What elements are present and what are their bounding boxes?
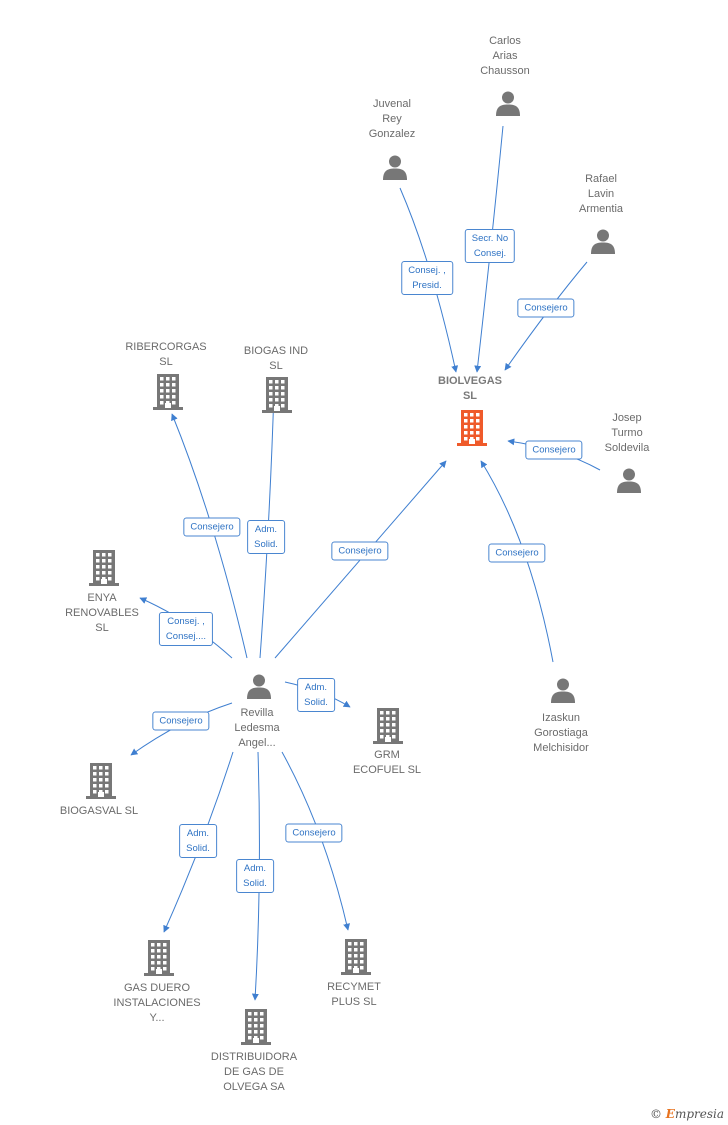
node-label[interactable]: BIOLVEGAS SL <box>438 375 502 402</box>
building-icon[interactable] <box>89 550 119 591</box>
node-label[interactable]: DISTRIBUIDORA DE GAS DE OLVEGA SA <box>210 1051 298 1093</box>
relationship-label[interactable]: Consejero <box>183 517 241 537</box>
node-label[interactable]: Rafael Lavin Armentia <box>578 173 624 215</box>
building-icon[interactable] <box>373 708 403 749</box>
person-icon[interactable] <box>590 228 616 259</box>
building-icon[interactable] <box>241 1009 271 1050</box>
node-label[interactable]: BIOGAS IND SL <box>243 345 309 372</box>
brand-logo-initial: E <box>665 1107 675 1121</box>
relationship-label[interactable]: Secr. No Consej. <box>464 229 516 263</box>
node-label[interactable]: Josep Turmo Soldevila <box>604 412 650 454</box>
relationship-label[interactable]: Consejero <box>488 543 546 563</box>
relationship-label[interactable]: Adm. Solid. <box>236 859 274 893</box>
relationship-label[interactable]: Consejero <box>331 541 389 561</box>
person-icon[interactable] <box>246 673 272 704</box>
brand-logo-text: mpresia <box>674 1107 724 1121</box>
building-icon[interactable] <box>144 940 174 981</box>
node-label[interactable]: Juvenal Rey Gonzalez <box>368 98 416 140</box>
relationship-label[interactable]: Adm. Solid. <box>179 824 217 858</box>
building-icon[interactable] <box>341 939 371 980</box>
person-icon[interactable] <box>382 154 408 185</box>
copyright-symbol: © <box>649 1107 662 1121</box>
node-label[interactable]: Revilla Ledesma Angel... <box>234 707 280 749</box>
relationship-label[interactable]: Adm. Solid. <box>247 520 285 554</box>
relationship-label[interactable]: Adm. Solid. <box>297 678 335 712</box>
person-icon[interactable] <box>616 467 642 498</box>
relationship-label[interactable]: Consejero <box>525 440 583 460</box>
relationship-label[interactable]: Consejero <box>517 298 575 318</box>
node-label[interactable]: BIOGASVAL SL <box>59 805 139 817</box>
person-icon[interactable] <box>550 677 576 708</box>
person-icon[interactable] <box>495 90 521 121</box>
building-icon[interactable] <box>457 410 487 451</box>
node-label[interactable]: RIBERCORGAS SL <box>125 341 207 368</box>
node-label[interactable]: GAS DUERO INSTALACIONES Y... <box>113 982 201 1024</box>
relationship-label[interactable]: Consejero <box>285 823 343 843</box>
node-label[interactable]: GRM ECOFUEL SL <box>352 749 422 776</box>
node-label[interactable]: Izaskun Gorostiaga Melchisidor <box>533 712 589 754</box>
building-icon[interactable] <box>153 374 183 415</box>
brand-mark: © Empresia <box>650 1107 724 1121</box>
relationship-label[interactable]: Consej. , Consej.... <box>158 612 214 646</box>
relationship-label[interactable]: Consej. , Presid. <box>401 261 453 295</box>
building-icon[interactable] <box>86 763 116 804</box>
node-label[interactable]: Carlos Arias Chausson <box>480 35 530 77</box>
node-label[interactable]: RECYMET PLUS SL <box>327 981 381 1008</box>
node-label[interactable]: ENYA RENOVABLES SL <box>65 592 139 634</box>
relationship-label[interactable]: Consejero <box>152 711 210 731</box>
building-icon[interactable] <box>262 377 292 418</box>
